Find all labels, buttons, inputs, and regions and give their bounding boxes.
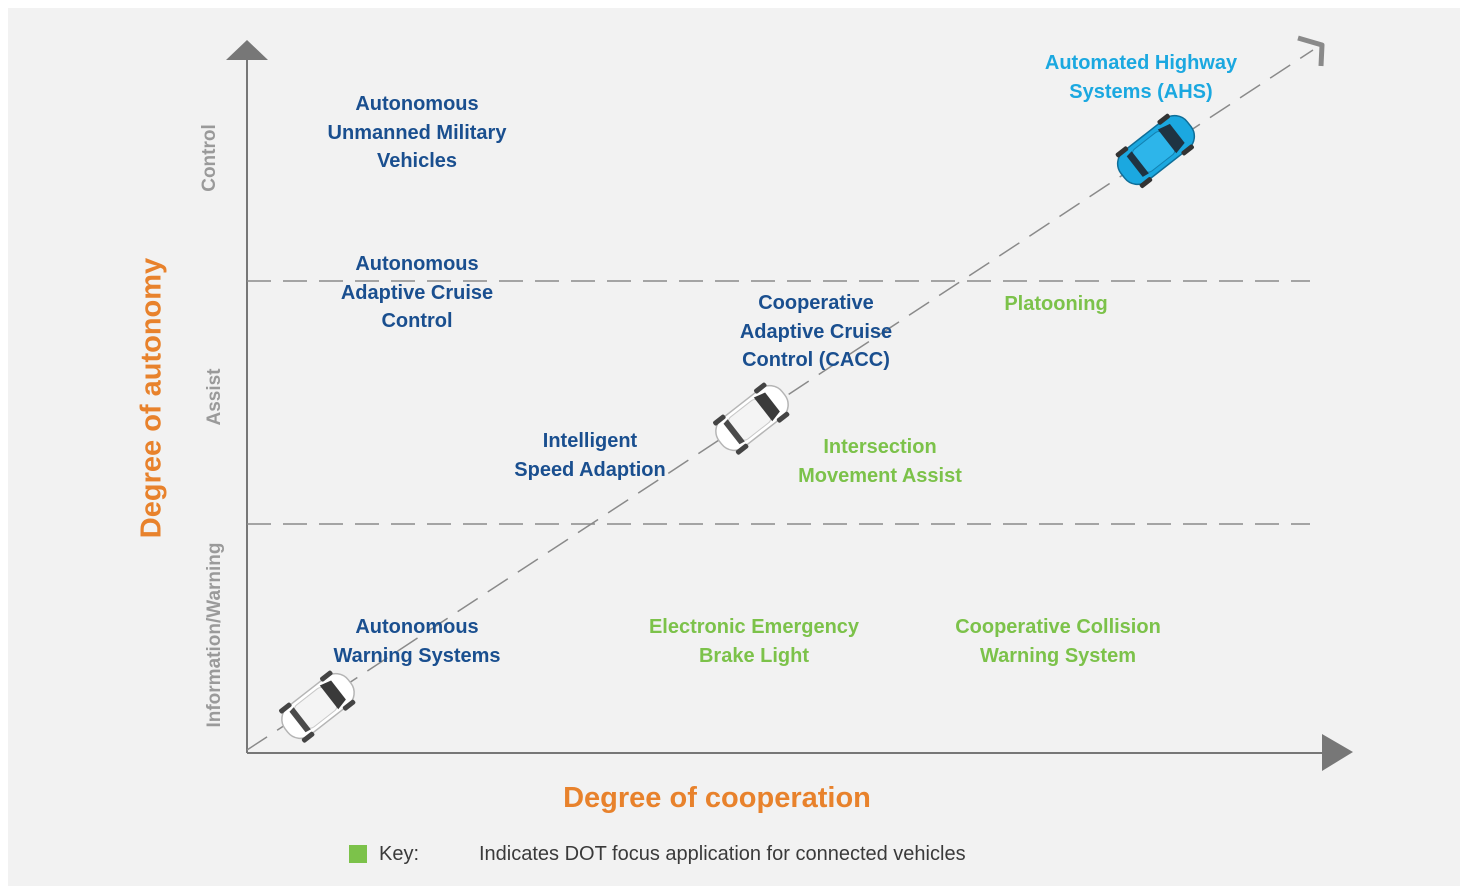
key-text: Indicates DOT focus application for conn… [479,843,966,865]
label-cooperative-collision-warning-system: Cooperative Collision Warning System [955,616,1161,667]
label-cacc: Cooperative Adaptive Cruise Control (CAC… [739,292,893,371]
key-label: Key: [379,843,420,865]
x-axis-arrow-icon [1322,734,1353,771]
label-electronic-emergency-brake-light: Electronic Emergency Brake Light [648,616,860,667]
car-icon-white [713,382,790,455]
label-intersection-movement-assist: Intersection Movement Assist [798,436,962,487]
y-axis-arrow-icon [226,40,268,60]
label-automated-highway-systems: Automated Highway Systems (AHS) [1044,52,1238,103]
label-autonomous-unmanned-military-vehicles: Autonomous Unmanned Military Vehicles [327,93,507,172]
band-label-control: Control [199,124,220,192]
key-swatch [349,845,367,863]
diagonal-arrow-icon [1297,35,1325,67]
label-autonomous-adaptive-cruise-control: Autonomous Adaptive Cruise Control [340,253,494,332]
label-autonomous-warning-systems: Autonomous Warning Systems [333,616,501,667]
label-intelligent-speed-adaption: Intelligent Speed Adaption [514,430,666,481]
car-icon-white [279,670,356,743]
y-axis-title: Degree of autonomy [135,257,168,539]
label-platooning: Platooning [1004,293,1108,315]
band-label-assist: Assist [204,368,225,426]
car-icon-blue [1115,113,1196,189]
band-label-info-warning: Information/Warning [204,542,225,728]
x-axis-title: Degree of cooperation [563,782,871,814]
